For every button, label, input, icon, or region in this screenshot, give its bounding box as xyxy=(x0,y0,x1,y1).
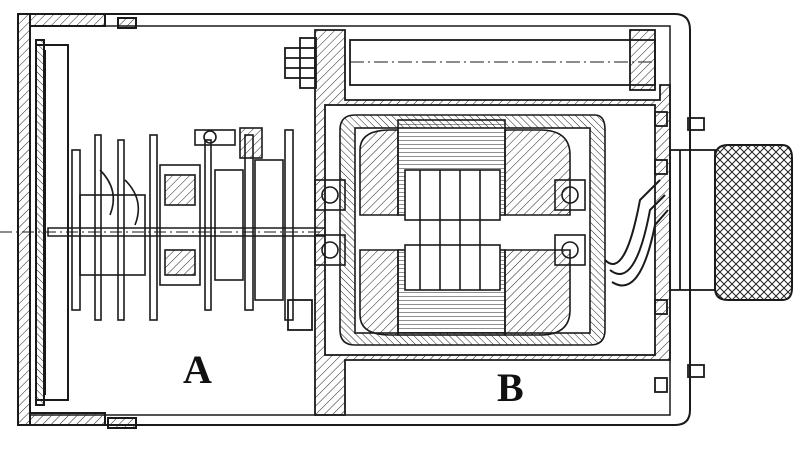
knurled-knob xyxy=(714,144,793,301)
wiring xyxy=(604,179,669,287)
label-b: B xyxy=(497,365,524,410)
label-a: A xyxy=(183,347,212,392)
mechanism-a xyxy=(71,127,294,321)
housing xyxy=(17,13,691,429)
motor-b xyxy=(314,114,606,346)
